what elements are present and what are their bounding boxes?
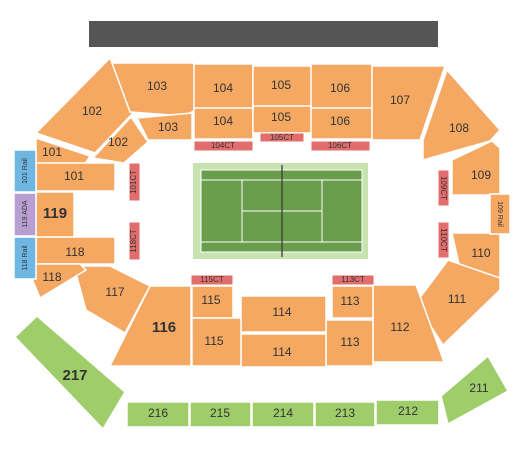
courtside-105[interactable] (259, 132, 305, 143)
section-104-upper[interactable] (193, 63, 254, 110)
section-109[interactable] (451, 140, 501, 196)
section-114-lower[interactable] (240, 333, 327, 368)
stage-blocks (89, 21, 438, 47)
rail-118[interactable] (13, 236, 37, 280)
lower-bowl: 102 103 103 102 101 101 104 104 105 105 … (24, 56, 502, 368)
section-111[interactable] (415, 259, 501, 347)
section-105-upper[interactable] (252, 65, 313, 108)
tennis-court (193, 163, 368, 259)
section-213[interactable] (314, 401, 376, 428)
section-212[interactable] (375, 399, 440, 426)
courtside-115[interactable] (190, 274, 234, 286)
section-117[interactable] (73, 265, 152, 335)
section-105-lower[interactable] (252, 105, 313, 134)
section-114-upper[interactable] (240, 295, 327, 333)
section-216[interactable] (126, 401, 190, 428)
courtside-101[interactable] (128, 162, 141, 202)
section-115-lower[interactable] (191, 317, 242, 367)
courtside-109[interactable] (437, 169, 450, 207)
rail-101[interactable] (13, 149, 37, 193)
section-214[interactable] (251, 401, 315, 428)
courtside-118[interactable] (128, 221, 141, 261)
ada-119[interactable] (13, 192, 37, 237)
section-108[interactable] (422, 68, 502, 161)
section-215[interactable] (189, 401, 252, 428)
stage-bar (89, 21, 438, 47)
rail-109[interactable] (489, 193, 511, 235)
section-101-lower[interactable] (35, 162, 116, 192)
section-115-upper[interactable] (191, 285, 234, 319)
section-103-lower[interactable] (135, 112, 193, 141)
section-119[interactable] (35, 191, 75, 238)
courtside-113[interactable] (331, 274, 375, 286)
section-113-upper[interactable] (331, 285, 374, 319)
section-118-lower[interactable] (24, 263, 88, 300)
section-217[interactable] (13, 314, 126, 431)
section-118-upper[interactable] (35, 236, 116, 265)
section-113-lower[interactable] (325, 319, 374, 367)
section-104-lower[interactable] (193, 107, 254, 140)
section-106-lower[interactable] (310, 107, 373, 140)
section-116[interactable] (108, 285, 192, 367)
courtside-110[interactable] (437, 221, 450, 259)
section-106-upper[interactable] (310, 63, 373, 110)
courtside-106[interactable] (310, 140, 371, 152)
section-211[interactable] (440, 354, 510, 426)
courtside-104[interactable] (193, 140, 254, 152)
section-107[interactable] (371, 65, 447, 141)
section-102-lower[interactable] (91, 115, 149, 164)
